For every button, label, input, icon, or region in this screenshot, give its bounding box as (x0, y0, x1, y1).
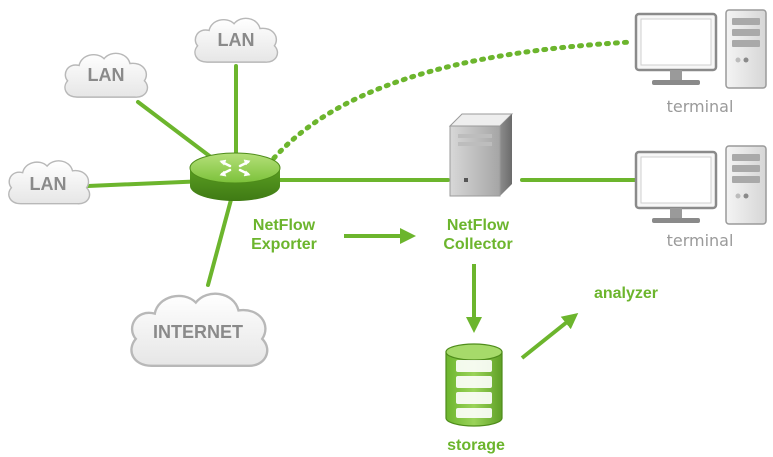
link-router-internet (206, 194, 234, 287)
cloud-lan-left: LAN (8, 160, 91, 205)
terminal-top: terminal (634, 9, 767, 116)
router-icon (189, 152, 281, 201)
database-icon (445, 343, 503, 427)
arrow-storage-to-analyzer (520, 313, 579, 360)
link-router-terminal-top-dotted (265, 39, 635, 168)
terminal-label-bottom: terminal (667, 231, 734, 250)
monitor-icon (634, 150, 718, 223)
pc-tower-icon (725, 145, 767, 225)
exporter-label: NetFlow Exporter (251, 217, 317, 253)
exporter-label-line1: NetFlow (253, 217, 316, 234)
cloud-label-lan-upper-left: LAN (88, 65, 125, 85)
analyzer-label: analyzer (594, 285, 658, 302)
storage-label: storage (447, 437, 505, 454)
pc-tower-icon (725, 9, 767, 89)
exporter-label-line2: Exporter (251, 236, 317, 253)
terminal-label-top: terminal (667, 97, 734, 116)
cloud-label-lan-left: LAN (30, 174, 67, 194)
monitor-icon (634, 12, 718, 85)
server-icon (448, 113, 514, 197)
connection-lines (86, 39, 642, 287)
cloud-lan-upper-left: LAN (64, 52, 149, 98)
collector-label: NetFlow Collector (443, 217, 512, 253)
cloud-label-lan-top: LAN (218, 30, 255, 50)
cloud-lan-top: LAN (194, 17, 279, 63)
cloud-internet: INTERNET (130, 292, 269, 368)
collector-label-line2: Collector (443, 236, 512, 253)
collector-label-line1: NetFlow (447, 217, 510, 234)
terminal-bottom: terminal (634, 145, 767, 250)
cloud-label-internet: INTERNET (153, 322, 243, 342)
